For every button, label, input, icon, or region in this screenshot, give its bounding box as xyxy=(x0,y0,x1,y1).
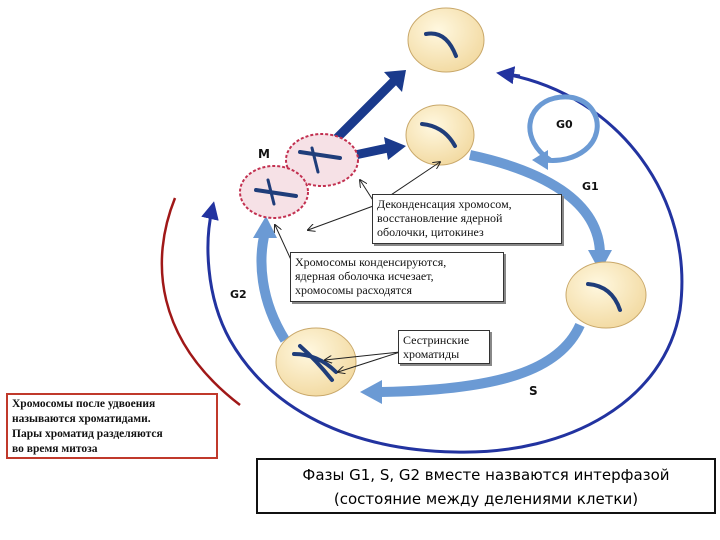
callout-sister-chromatids: Сестринские хроматиды xyxy=(398,330,490,364)
cell-bottom-left xyxy=(275,327,357,397)
red-arc xyxy=(160,197,241,406)
outer-arc-start-arrow xyxy=(496,66,521,85)
pointer-decondensation-3 xyxy=(308,204,377,230)
cycle-arrow-g1 xyxy=(468,150,605,256)
cycle-arrowhead-g2 xyxy=(253,216,277,238)
mitosis-arrowhead-upper xyxy=(384,70,406,92)
cell-right xyxy=(565,261,647,329)
callout-condensation: Хромосомы конденсируются, ядерная оболоч… xyxy=(290,252,504,302)
phase-label-m: M xyxy=(258,147,270,161)
callout-decondensation-line-1: Деконденсация хромосом, xyxy=(377,197,512,211)
callout-decondensation-line-2: восстановление ядерной xyxy=(377,211,503,225)
mitosis-arrow-lower xyxy=(354,143,389,160)
pointer-condensation xyxy=(275,225,293,263)
callout-chromatids-line-2: называются хроматидами. xyxy=(12,413,151,425)
callout-sister-line-2: хроматиды xyxy=(403,347,460,361)
callout-chromatids-line-3: Пары хроматид разделяются xyxy=(12,428,163,440)
callout-condensation-line-1: Хромосомы конденсируются, xyxy=(295,255,447,269)
summary-line-1: Фазы G1, S, G2 вместе назваются интерфаз… xyxy=(302,466,670,484)
callout-chromatids-line-4: во время митоза xyxy=(12,443,98,455)
summary-line-2: (состояние между делениями клетки) xyxy=(333,490,639,508)
phase-label-g1: G1 xyxy=(582,180,599,193)
phase-label-s: S xyxy=(529,384,538,398)
cycle-arrowhead-g1 xyxy=(588,250,612,272)
callout-condensation-line-2: ядерная оболочка исчезает, xyxy=(295,269,434,283)
callout-condensation-line-3: хромосомы расходятся xyxy=(295,283,412,297)
mitosis-arrowhead-lower xyxy=(384,137,406,160)
phase-label-g0: G0 xyxy=(556,118,573,131)
cell-mitosis xyxy=(239,133,359,219)
cycle-arrowhead-s xyxy=(360,380,382,404)
callout-sister-line-1: Сестринские xyxy=(403,333,470,347)
pointer-sister-2 xyxy=(338,351,401,372)
cell-upper-right xyxy=(405,104,475,166)
callout-decondensation: Деконденсация хромосом, восстановление я… xyxy=(372,194,562,244)
callout-chromatids-info: Хромосомы после удвоения называются хром… xyxy=(6,393,218,459)
g0-loop-arrow xyxy=(527,94,600,163)
cell-top xyxy=(407,7,485,73)
pointer-sister-1 xyxy=(325,351,401,360)
mitosis-arrow-upper xyxy=(331,76,399,144)
cycle-arrow-s xyxy=(379,322,585,397)
outer-cycle-arc xyxy=(201,72,684,454)
cycle-arrow-g2 xyxy=(256,230,290,343)
interphase-summary: Фазы G1, S, G2 вместе назваются интерфаз… xyxy=(256,458,716,514)
g0-loop-arrowhead xyxy=(532,150,548,170)
phase-label-g2: G2 xyxy=(230,288,247,301)
callout-decondensation-line-3: оболочки, цитокинез xyxy=(377,225,484,239)
callout-chromatids-line-1: Хромосомы после удвоения xyxy=(12,398,156,410)
